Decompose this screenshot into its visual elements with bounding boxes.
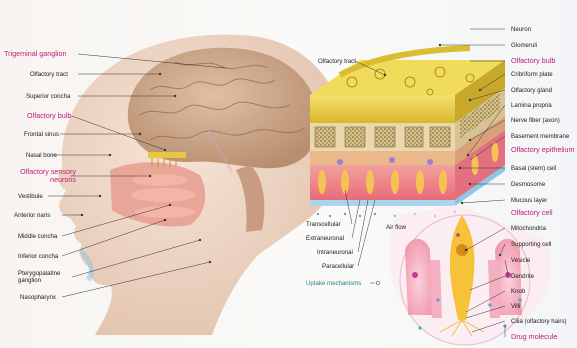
label-nerve-fiber: Nerve fiber (axon) <box>511 117 560 124</box>
label-knob: Knob <box>511 288 525 295</box>
label-inferior-concha: Inferior concha <box>18 253 58 260</box>
label-trigeminal-ganglion: Trigeminal ganglion <box>4 50 66 58</box>
label-intraneuronal: Intraneuronal <box>317 249 353 256</box>
label-neuron: Neuron <box>511 26 531 33</box>
label-pterygopalatine-ganglion: Pterygopalatine ganglion <box>18 270 72 284</box>
conchae <box>131 174 195 218</box>
label-olfactory-sensory-neurons: Olfactory sensory neurons <box>4 168 76 184</box>
label-frontal-sinus: Frontal sinus <box>24 131 59 138</box>
label-olfactory-tract-left: Olfactory tract <box>30 71 68 78</box>
label-basement-membrane: Basement membrane <box>511 133 569 140</box>
label-vesicle: Vesicle <box>511 257 530 264</box>
label-glomeruli: Glomeruli <box>511 42 537 49</box>
label-cribriform-plate: Cribriform plate <box>511 71 553 78</box>
label-mucous-layer: Mucous layer <box>511 197 547 204</box>
label-olfactory-epithelium: Olfactory epithelium <box>511 146 575 154</box>
label-extraneuronal: Extraneuronal <box>306 235 344 242</box>
label-mitochondria: Mitochondria <box>511 225 546 232</box>
label-uptake-mechanisms: Uptake mechanisms <box>306 280 361 287</box>
label-olfactory-cell: Olfactory cell <box>511 209 553 217</box>
label-olfactory-bulb-right: Olfactory bulb <box>511 57 555 65</box>
label-nasopharynx: Nasopharynx <box>20 294 56 301</box>
label-nasal-bone: Nasal bone <box>26 152 57 159</box>
label-dendrite: Dendrite <box>511 273 534 280</box>
mucous-layer <box>310 200 455 206</box>
label-drug-molecule: Drug molecule <box>511 333 557 341</box>
label-olfactory-tract-middle: Olfactory tract <box>318 58 356 65</box>
lamina-propria <box>310 151 455 165</box>
label-air-flow: Air flow <box>386 224 406 231</box>
label-basal-cell: Basal (stem) cell <box>511 165 556 172</box>
head-olfactory-bulb <box>148 152 186 158</box>
olfactory-bulb-block <box>310 95 455 123</box>
label-olfactory-gland: Olfactory gland <box>511 87 552 94</box>
epithelium-block <box>310 165 455 200</box>
label-anterior-naris: Anterior naris <box>14 212 50 219</box>
label-superior-concha: Superior concha <box>26 93 70 100</box>
label-paracellular: Paracellular <box>322 263 354 270</box>
label-supporting-cell: Supporting cell <box>511 241 551 248</box>
label-middle-concha: Middle concha <box>18 233 57 240</box>
label-transcellular: Transcellular <box>306 221 341 228</box>
label-lamina-propria: Lamina propria <box>511 102 552 109</box>
label-cilia: Cilia (olfactory hairs) <box>511 318 567 325</box>
label-vestibule: Vestibule <box>18 193 43 200</box>
label-olfactory-bulb-left: Olfactory bulb <box>27 112 71 120</box>
label-villi: Villi <box>511 303 520 310</box>
label-desmosome: Desmosome <box>511 181 545 188</box>
